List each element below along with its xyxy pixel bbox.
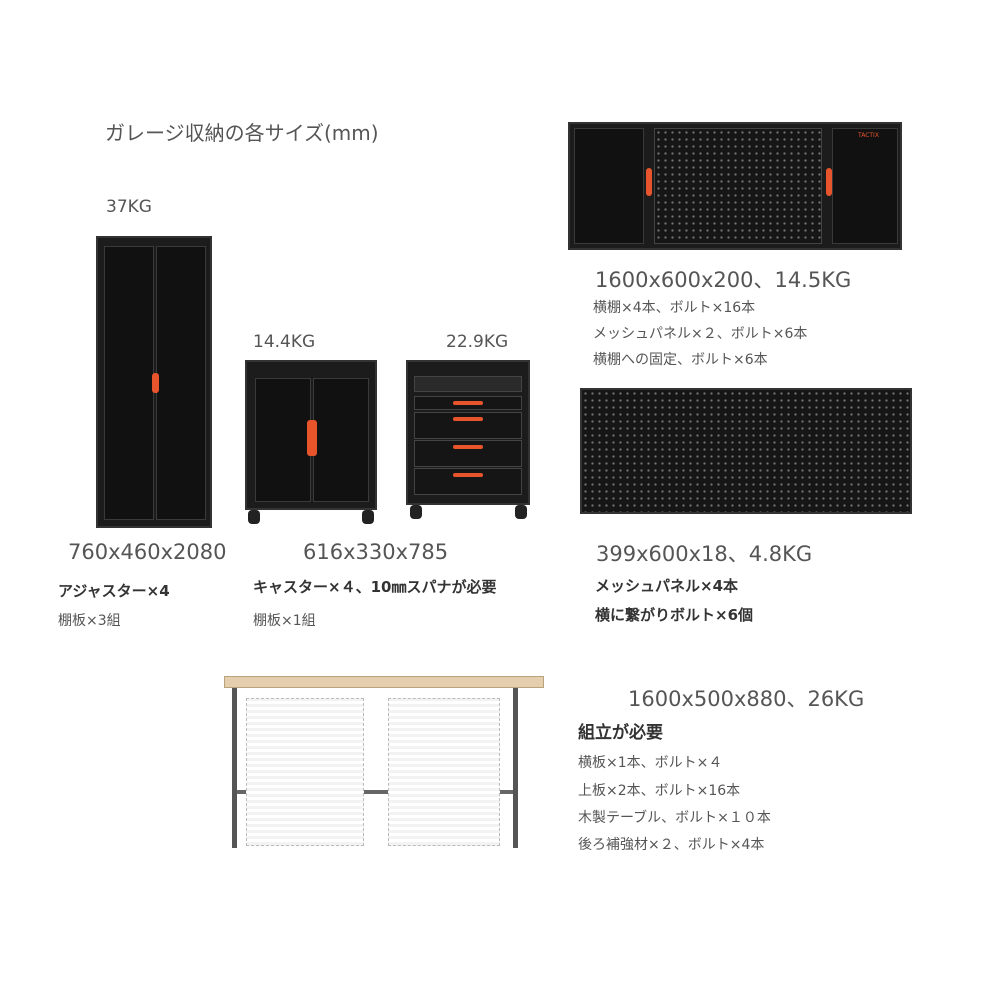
base-cabinet-image — [245, 360, 377, 510]
wall-cabinet-note: メッシュパネル×２、ボルト×6本 — [593, 326, 808, 342]
workbench-note: 上板×2本、ボルト×16本 — [578, 783, 741, 799]
wall-cabinet-size: 1600x600x200、14.5KG — [595, 268, 852, 292]
page-title: ガレージ収納の各サイズ(mm) — [105, 121, 379, 145]
base-cabinet-weight: 14.4KG — [253, 332, 316, 352]
workbench-top — [224, 676, 544, 688]
drawer-cabinet-weight: 22.9KG — [446, 332, 509, 352]
caster-icon — [248, 510, 260, 524]
wall-cabinet-note: 横棚への固定、ボルト×6本 — [593, 352, 768, 368]
tall-cabinet-size: 760x460x2080 — [68, 540, 227, 564]
handle-icon — [826, 168, 832, 196]
workbench-heading: 組立が必要 — [578, 723, 663, 743]
workbench-leg — [513, 688, 518, 848]
base-cabinet-outline — [388, 698, 500, 846]
workbench-note: 横板×1本、ボルト×４ — [578, 755, 723, 771]
caster-icon — [410, 505, 422, 519]
mesh-panel-note: メッシュパネル×4本 — [595, 577, 739, 595]
mesh-panel-size: 399x600x18、4.8KG — [596, 542, 813, 566]
handle-icon — [307, 420, 317, 456]
caster-icon — [362, 510, 374, 524]
workbench-note: 後ろ補強材×２、ボルト×4本 — [578, 837, 765, 853]
drawer-cabinet-outline — [246, 698, 364, 846]
handle-icon — [152, 373, 159, 393]
wall-cabinet-image: TACTIX — [568, 122, 902, 250]
mesh-panel-image — [580, 388, 912, 514]
tall-cabinet-image — [96, 236, 212, 528]
workbench-size: 1600x500x880、26KG — [628, 687, 865, 711]
handle-icon — [646, 168, 652, 196]
tall-cabinet-feature: アジャスター×4 — [58, 582, 170, 600]
workbench-note: 木製テーブル、ボルト×１０本 — [578, 810, 771, 826]
drawer-cabinet-image — [406, 360, 530, 505]
tall-cabinet-shelves: 棚板×3組 — [58, 613, 121, 629]
base-cabinet-size: 616x330x785 — [303, 540, 449, 564]
wall-cabinet-note: 横棚×4本、ボルト×16本 — [593, 300, 756, 316]
brand-logo: TACTIX — [858, 132, 879, 139]
caster-icon — [515, 505, 527, 519]
workbench-leg — [232, 688, 237, 848]
base-cabinet-shelves: 棚板×1組 — [253, 613, 316, 629]
base-cabinet-feature: キャスター×４、10㎜スパナが必要 — [253, 578, 497, 596]
tall-cabinet-weight: 37KG — [106, 197, 152, 217]
mesh-panel-note: 横に繋がりボルト×6個 — [595, 606, 754, 624]
